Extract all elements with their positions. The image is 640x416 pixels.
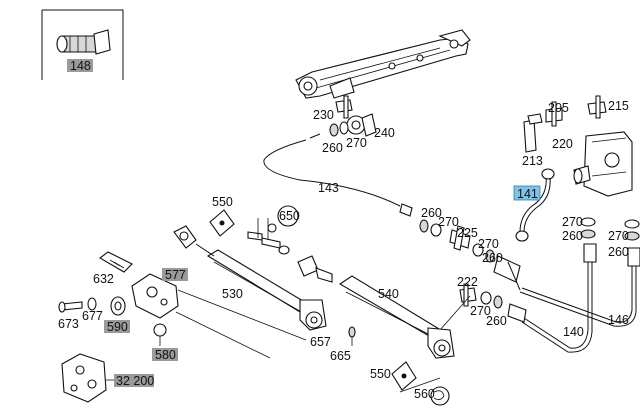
fitting-230 (335, 95, 353, 119)
label-650: 650 (279, 209, 300, 223)
pump-unit (573, 131, 633, 197)
label-657: 657 (310, 335, 331, 349)
label-213: 213 (522, 154, 543, 168)
fitting-213 (523, 113, 543, 153)
washers-right (580, 217, 640, 241)
fitting-205 (545, 101, 563, 127)
bolt-580 (153, 323, 167, 346)
label-270-low: 270 (470, 304, 491, 318)
label-143: 143 (318, 181, 339, 195)
mounting-bracket (295, 29, 471, 99)
label-270-top: 270 (346, 136, 367, 150)
label-260-top: 260 (322, 141, 343, 155)
label-677: 677 (82, 309, 103, 323)
label-673: 673 (58, 317, 79, 331)
bracket-577 (131, 273, 179, 319)
washer-270-top (339, 121, 349, 135)
label-550-bottom: 550 (370, 367, 391, 381)
clip-560 (430, 386, 450, 406)
label-148-bg (67, 59, 93, 72)
label-270-right-b: 270 (608, 229, 629, 243)
label-148: 148 (70, 59, 91, 73)
fitting-240 (346, 113, 377, 137)
label-222: 222 (457, 275, 478, 289)
label-260-right-b: 260 (608, 245, 629, 259)
cylinder-540 (297, 255, 455, 359)
pipe-141 (515, 168, 555, 242)
label-225: 225 (457, 226, 478, 240)
washer-260-top (329, 123, 339, 137)
bolt-632 (99, 251, 133, 273)
label-577-bg (162, 268, 188, 281)
bolt-665 (348, 326, 356, 346)
label-141-bg (513, 185, 541, 201)
label-260-right-a: 260 (562, 229, 583, 243)
label-270-right-a: 270 (562, 215, 583, 229)
mount-550-bottom (391, 361, 417, 391)
label-580: 580 (155, 348, 176, 362)
fitting-222 (459, 283, 527, 323)
cylinder-530 (173, 225, 327, 331)
pipe-146 (519, 247, 640, 327)
label-590-bg (104, 320, 130, 333)
label-220: 220 (552, 137, 573, 151)
label-590: 590 (107, 320, 128, 334)
inset-box-148 (41, 9, 124, 80)
label-141: 141 (517, 187, 538, 201)
label-230: 230 (313, 108, 334, 122)
label-260-mid-a: 260 (421, 206, 442, 220)
label-560: 560 (414, 387, 435, 401)
label-215: 215 (608, 99, 629, 113)
hose-143 (263, 139, 401, 207)
label-240: 240 (374, 126, 395, 140)
label-260-low: 260 (486, 314, 507, 328)
bolt-673 (58, 301, 83, 313)
label-32200-bg (114, 374, 154, 387)
fittings-middle (419, 219, 521, 291)
pipe-140 (521, 243, 597, 353)
fitting-215 (587, 95, 607, 119)
label-270-mid-b: 270 (478, 237, 499, 251)
label-540: 540 (378, 287, 399, 301)
label-32200: 32 200 (116, 374, 154, 388)
label-205: 205 (548, 101, 569, 115)
mount-550-top (209, 209, 235, 237)
label-632: 632 (93, 272, 114, 286)
label-146: 146 (608, 313, 629, 327)
label-530: 530 (222, 287, 243, 301)
washer-677 (87, 297, 97, 311)
connector-part-148 (56, 29, 111, 55)
label-665: 665 (330, 349, 351, 363)
nut-590 (110, 296, 126, 316)
label-577: 577 (165, 268, 186, 282)
label-580-bg (152, 348, 178, 361)
label-550-top: 550 (212, 195, 233, 209)
bolt-set-650 (247, 205, 299, 255)
label-260-mid-b: 260 (482, 251, 503, 265)
label-270-mid-a: 270 (438, 215, 459, 229)
mount-32200 (61, 353, 107, 403)
label-140: 140 (563, 325, 584, 339)
